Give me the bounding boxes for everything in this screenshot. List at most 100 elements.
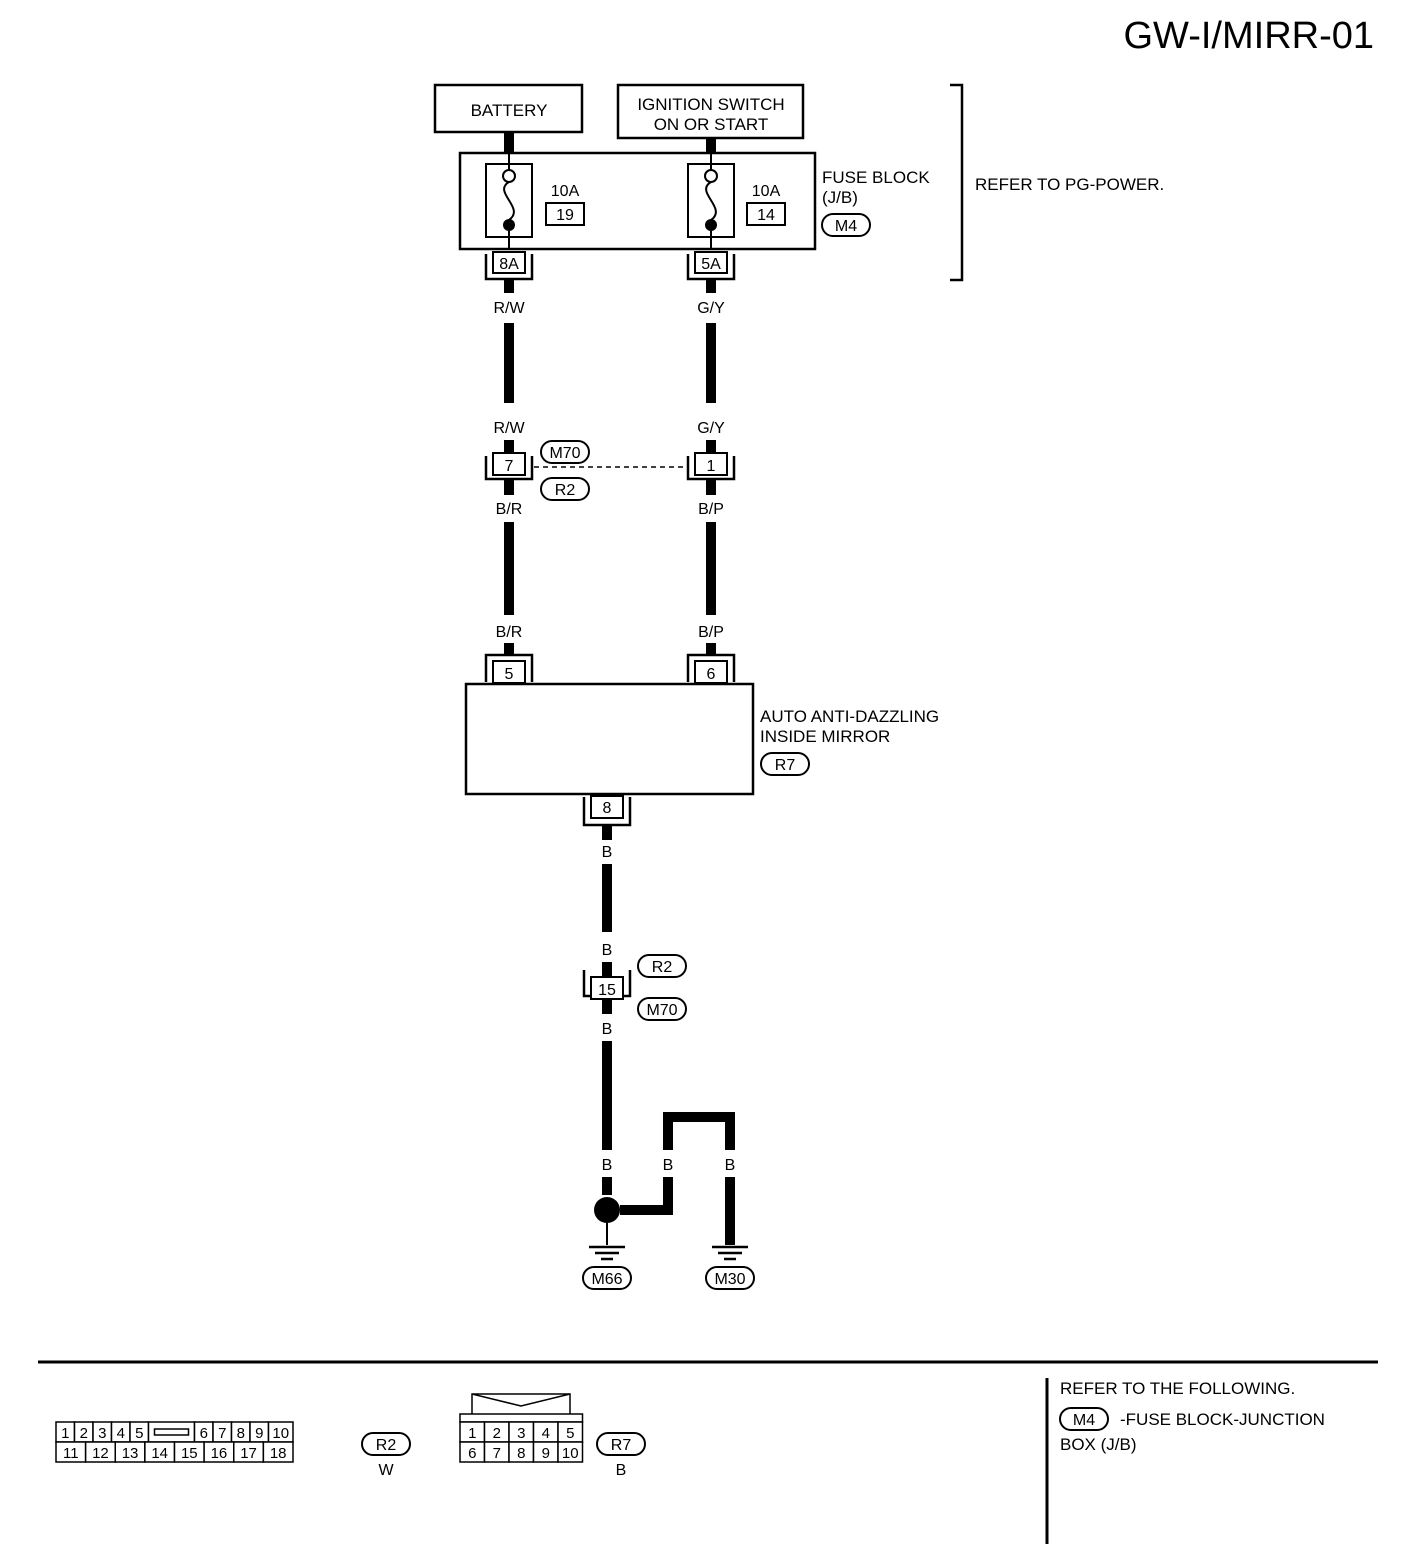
junction-1-pin-7-label: 7: [505, 458, 514, 475]
battery-label: BATTERY: [471, 101, 548, 120]
fuse-19-number: 19: [556, 207, 574, 224]
r2-pin-5-label: 5: [135, 1425, 143, 1442]
junction-1-connector-m70: M70: [549, 445, 580, 462]
auto-anti-dazzling-mirror: [464, 682, 755, 796]
ground-m30-badge: [705, 1266, 755, 1290]
r2-pin-16-label: 16: [211, 1445, 228, 1462]
refer-heading: REFER TO THE FOLLOWING.: [1060, 1379, 1295, 1398]
r2-pin-9-label: 9: [255, 1425, 263, 1442]
r2-pin-3-label: 3: [98, 1425, 106, 1442]
r7-hood: [471, 1393, 571, 1414]
mirror-connector-badge: [760, 752, 810, 776]
connector-r7-badge: [596, 1432, 646, 1456]
ground-symbol-m30: [712, 1245, 748, 1261]
fuse-block-label-line-2: (J/B): [822, 188, 858, 207]
connector-r2-badge: [361, 1432, 411, 1456]
r2-pin-7-label: 7: [218, 1425, 226, 1442]
r7-pin-2-label: 2: [493, 1425, 501, 1442]
fuse-block-label-line-1: FUSE BLOCK: [822, 168, 930, 187]
refer-pg-power: REFER TO PG-POWER.: [975, 175, 1164, 194]
ground-m30-label: M30: [714, 1271, 745, 1288]
r7-pin-6-label: 6: [468, 1445, 476, 1462]
r2-pin-1-label: 1: [61, 1425, 69, 1442]
wire-label-b-1: B: [602, 844, 613, 861]
junction-1-connector-m70-badge: [540, 440, 590, 464]
r7-pin-9-label: 9: [542, 1445, 550, 1462]
r2-pin-13-label: 13: [122, 1445, 139, 1462]
fuse-19-amp: 10A: [551, 183, 580, 200]
wire-ground-loop-left: [620, 1177, 673, 1215]
wire-label-gy-bottom: G/Y: [697, 420, 725, 437]
connector-r2-color: W: [378, 1462, 394, 1479]
r7-pin-10-label: 10: [562, 1445, 579, 1462]
terminal-5a-label: 5A: [701, 256, 721, 273]
refer-connector: M4: [1073, 1412, 1095, 1429]
wire-label-br-top: B/R: [496, 501, 523, 518]
ignition-switch-box: [616, 83, 805, 140]
r7-pin-1-label: 1: [468, 1425, 476, 1442]
r7-pin-8-label: 8: [517, 1445, 525, 1462]
mirror-pin-5-label: 5: [505, 666, 514, 683]
refer-desc-line-1: -FUSE BLOCK-JUNCTION: [1120, 1410, 1325, 1429]
fuse-block-connector: M4: [835, 218, 857, 235]
connector-r2-label: R2: [376, 1437, 397, 1454]
junction-1-connector-r2-badge: [540, 477, 590, 501]
junction-2-connector-m70: M70: [646, 1002, 677, 1019]
r2-pin-18: [262, 1441, 294, 1463]
r2-pin-2-label: 2: [80, 1425, 88, 1442]
r2-pin-11-label: 11: [63, 1445, 79, 1462]
r7-pin-5-label: 5: [566, 1425, 574, 1442]
r2-pin-10-label: 10: [272, 1425, 289, 1442]
ground-m66-badge: [582, 1266, 632, 1290]
wire-label-b-3: B: [602, 1021, 613, 1038]
terminal-5a: [686, 251, 736, 281]
mirror-label-line-1: AUTO ANTI-DAZZLING: [760, 707, 939, 726]
r7-housing-top: [459, 1413, 584, 1423]
refer-desc-line-2: BOX (J/B): [1060, 1435, 1137, 1454]
ground-m66-label: M66: [591, 1271, 622, 1288]
junction-1-pin-1-label: 1: [707, 458, 716, 475]
r7-pin-10: [557, 1441, 584, 1463]
fuse-19: [485, 153, 585, 249]
r7-pin-4-label: 4: [542, 1425, 550, 1442]
connector-r7-label: R7: [611, 1437, 632, 1454]
r2-pin-17-label: 17: [240, 1445, 257, 1462]
junction-1-pin-7: [484, 452, 534, 481]
junction-1-connector-r2: R2: [555, 482, 576, 499]
wire-label-bp-bottom: B/P: [698, 624, 724, 641]
fuse-block-bracket: [950, 83, 964, 282]
fuse-14: [687, 153, 786, 249]
mirror-pin-6-label: 6: [707, 666, 716, 683]
ignition-label-line-1: IGNITION SWITCH: [637, 95, 784, 114]
fuse-14-amp: 10A: [752, 183, 781, 200]
r2-pin-18-label: 18: [270, 1445, 287, 1462]
wire-label-b-2: B: [602, 942, 613, 959]
r2-pin-12-label: 12: [92, 1445, 109, 1462]
refer-connector-badge: [1059, 1407, 1109, 1431]
page-title: GW-I/MIRR-01: [1123, 15, 1374, 57]
junction-2-connector-m70-badge: [637, 997, 687, 1021]
junction-2-connector-r2-badge: [637, 954, 687, 978]
junction-2-connector-r2: R2: [652, 959, 673, 976]
wire-label-rw-top: R/W: [493, 300, 525, 317]
r2-pin-4-label: 4: [117, 1425, 125, 1442]
mirror-pin-8-label: 8: [603, 800, 612, 817]
r2-key-latch: [153, 1428, 190, 1436]
r2-pin-8-label: 8: [237, 1425, 245, 1442]
r7-pin-7-label: 7: [493, 1445, 501, 1462]
fuse-block-connector-badge: [821, 213, 871, 237]
wire-label-b-5: B: [663, 1157, 674, 1174]
wire-label-br-bottom: B/R: [496, 624, 523, 641]
ignition-label-line-2: ON OR START: [654, 115, 769, 134]
terminal-8a: [484, 251, 534, 281]
ground-splice-node: [594, 1197, 620, 1223]
r2-pin-14-label: 14: [151, 1445, 168, 1462]
terminal-8a-label: 8A: [499, 256, 519, 273]
r2-pin-6-label: 6: [200, 1425, 208, 1442]
wire-ground-loop-top: [663, 1112, 735, 1150]
connector-r7-color: B: [616, 1462, 627, 1479]
ground-symbol-m66: [589, 1245, 625, 1261]
